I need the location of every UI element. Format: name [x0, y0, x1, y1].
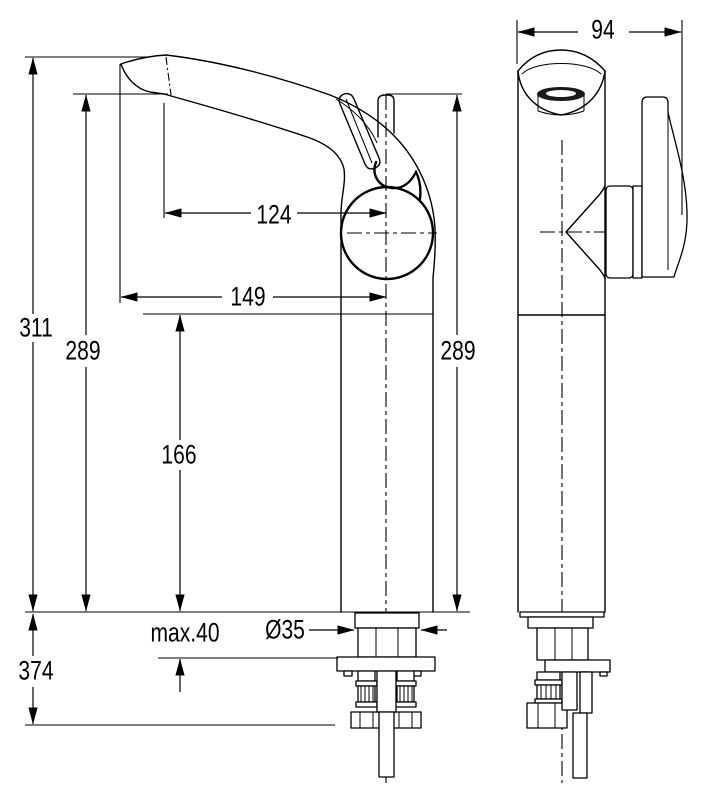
label-lower-body-height: 166 [161, 439, 197, 470]
label-reach-tip: 149 [230, 281, 266, 312]
cone-joint [565, 185, 606, 279]
aerator-bottom [537, 110, 585, 116]
hex-nut-left [350, 711, 383, 729]
label-spout-height-left: 289 [65, 335, 101, 366]
escutcheon-front [527, 616, 594, 629]
shank-side [357, 627, 417, 658]
mounting-plate-front [544, 659, 611, 673]
label-under-counter: 374 [18, 655, 54, 686]
cap-top-arc [517, 49, 606, 72]
front-view [517, 49, 688, 783]
stud-upper [376, 670, 397, 713]
label-deck-max: max.40 [150, 617, 220, 648]
spout-inner-contour [335, 98, 378, 144]
dimension-lines [25, 20, 683, 726]
spout-underside [163, 93, 346, 613]
side-view [120, 54, 437, 783]
mounting-plate-side [336, 656, 436, 672]
handle-washer [632, 185, 643, 279]
escutcheon-side [354, 612, 420, 629]
base-band-front [519, 611, 605, 618]
label-total-height: 311 [19, 312, 53, 343]
handle-flange [605, 185, 634, 279]
cap-rim-inner [521, 63, 602, 75]
spout-top-outline [120, 54, 436, 613]
cartridge-dome [377, 94, 395, 138]
label-depth: 94 [591, 14, 615, 45]
lever-ball-wave [373, 160, 422, 201]
stud-rod-front [572, 712, 588, 779]
aerator-axis [165, 56, 172, 96]
label-shank-diameter: Ø35 [265, 614, 305, 645]
aerator-ring-inner [546, 90, 576, 97]
spout-tip-face [120, 63, 165, 95]
lever-side [338, 92, 381, 170]
lever-front [641, 96, 688, 278]
shank-front [536, 627, 589, 661]
lever-inner-line [345, 98, 373, 164]
hose-ribs-front [536, 684, 561, 700]
label-reach-aerator: 124 [256, 199, 292, 230]
hex-nut-front [526, 702, 568, 729]
label-spout-height-right: 289 [440, 335, 476, 366]
stud-rod [378, 711, 395, 778]
